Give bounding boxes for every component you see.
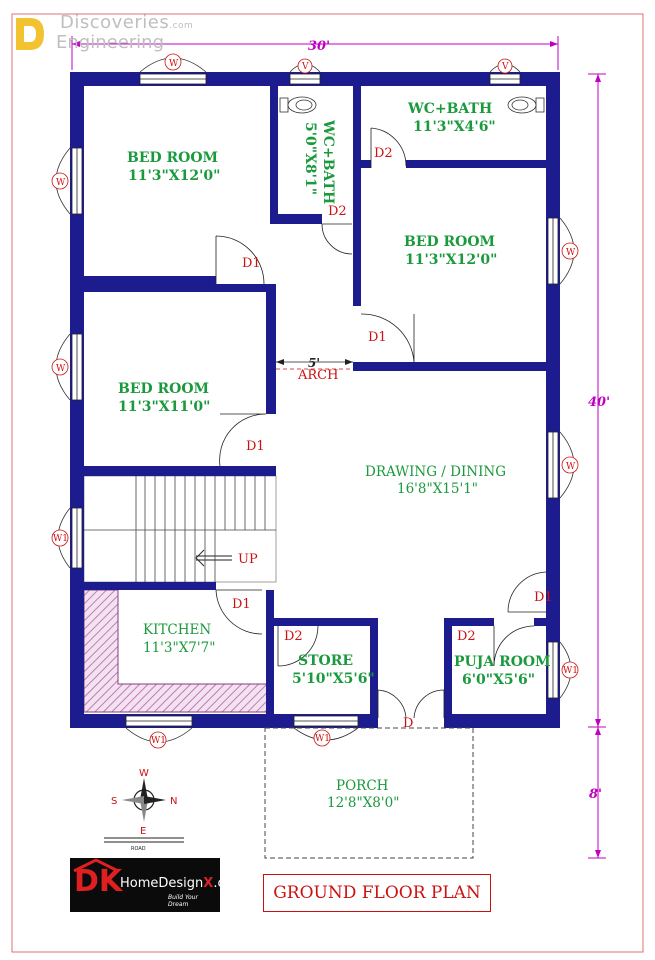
room-name-store: STORE [298, 653, 353, 669]
door-label: D1 [232, 597, 251, 612]
dk-logo: DK HomeDesignX.com Build Your Dream [70, 858, 245, 912]
compass-w: W [139, 768, 149, 779]
room-size-wc2: 11'3"X4'6" [413, 119, 496, 135]
room-name-bed3: BED ROOM [118, 381, 209, 397]
porch-outline [264, 727, 474, 859]
room-name-bed1: BED ROOM [127, 150, 218, 166]
compass-e: E [140, 826, 146, 837]
door-label: D2 [328, 204, 347, 219]
windows [71, 73, 559, 727]
width-dimension: 30' [308, 39, 330, 54]
room-name-porch: PORCH [336, 778, 389, 794]
window-label: W [56, 364, 66, 374]
room-size-bed1: 11'3"X12'0" [128, 168, 220, 184]
room-size-puja: 6'0"X5'6" [462, 672, 535, 688]
compass [104, 778, 184, 843]
arch-dimension: 5' [308, 356, 320, 370]
house-roof-icon [73, 858, 119, 872]
door-label: D1 [368, 330, 387, 345]
brand-line1: Discoveries.com [60, 12, 194, 33]
room-size-porch: 12'8"X8'0" [327, 795, 399, 811]
room-size-kitchen: 11'3"X7'7" [143, 640, 215, 656]
window-label: V [501, 62, 509, 72]
brand-watermark: Discoveries.com Engineering [8, 6, 238, 56]
room-size-bed2: 11'3"X12'0" [405, 252, 497, 268]
plan-title: GROUND FLOOR PLAN [263, 874, 491, 912]
door-label: D1 [246, 439, 265, 454]
room-name-bed2: BED ROOM [404, 234, 495, 250]
stair-arrow [195, 549, 232, 567]
door-label: D2 [457, 629, 476, 644]
room-size-wc1: 5'0"X8'1" [302, 122, 318, 195]
window-label: W [566, 462, 576, 472]
brand-logo-icon [16, 18, 44, 50]
stair-up-label: UP [238, 552, 258, 567]
door-label: D [403, 716, 413, 731]
room-name-puja: PUJA ROOM [454, 654, 551, 670]
room-size-store: 5'10"X5'6" [292, 671, 375, 687]
room-size-drawing: 16'8"X15'1" [397, 481, 478, 497]
compass-s: S [111, 796, 117, 807]
window-tags [51, 53, 579, 749]
dk-wordmark: HomeDesignX.com [120, 876, 246, 891]
window-label: W [169, 59, 179, 69]
dk-letters: DK [74, 864, 123, 899]
brand-line2: Engineering [56, 32, 164, 53]
window-label: W1 [53, 534, 68, 544]
window-label: W [56, 178, 66, 188]
room-name-drawing: DRAWING / DINING [365, 464, 506, 480]
arch [276, 359, 353, 370]
window-label: W1 [151, 736, 166, 746]
door-label: D2 [284, 629, 303, 644]
room-name-kitchen: KITCHEN [143, 622, 211, 638]
door-label: D1 [242, 256, 261, 271]
arch-label: ARCH [297, 368, 338, 383]
window-label: W1 [315, 734, 330, 744]
wc-fixture [279, 96, 545, 114]
height-dimension-porch: 8' [589, 787, 602, 802]
dk-tagline: Build Your Dream [168, 894, 198, 908]
room-name-wc1: WC+BATH [320, 119, 336, 204]
height-dimension-main: 40' [588, 395, 610, 410]
door-swings [215, 127, 547, 719]
door-label: D1 [534, 590, 553, 605]
window-label: W1 [563, 666, 578, 676]
compass-n: N [170, 796, 177, 807]
door-label: D2 [374, 146, 393, 161]
room-name-wc2: WC+BATH [407, 101, 492, 117]
compass-road: ROAD [131, 846, 146, 852]
window-label: W [566, 248, 576, 258]
window-label: V [301, 62, 309, 72]
room-size-bed3: 11'3"X11'0" [118, 399, 210, 415]
page-border [11, 13, 644, 953]
